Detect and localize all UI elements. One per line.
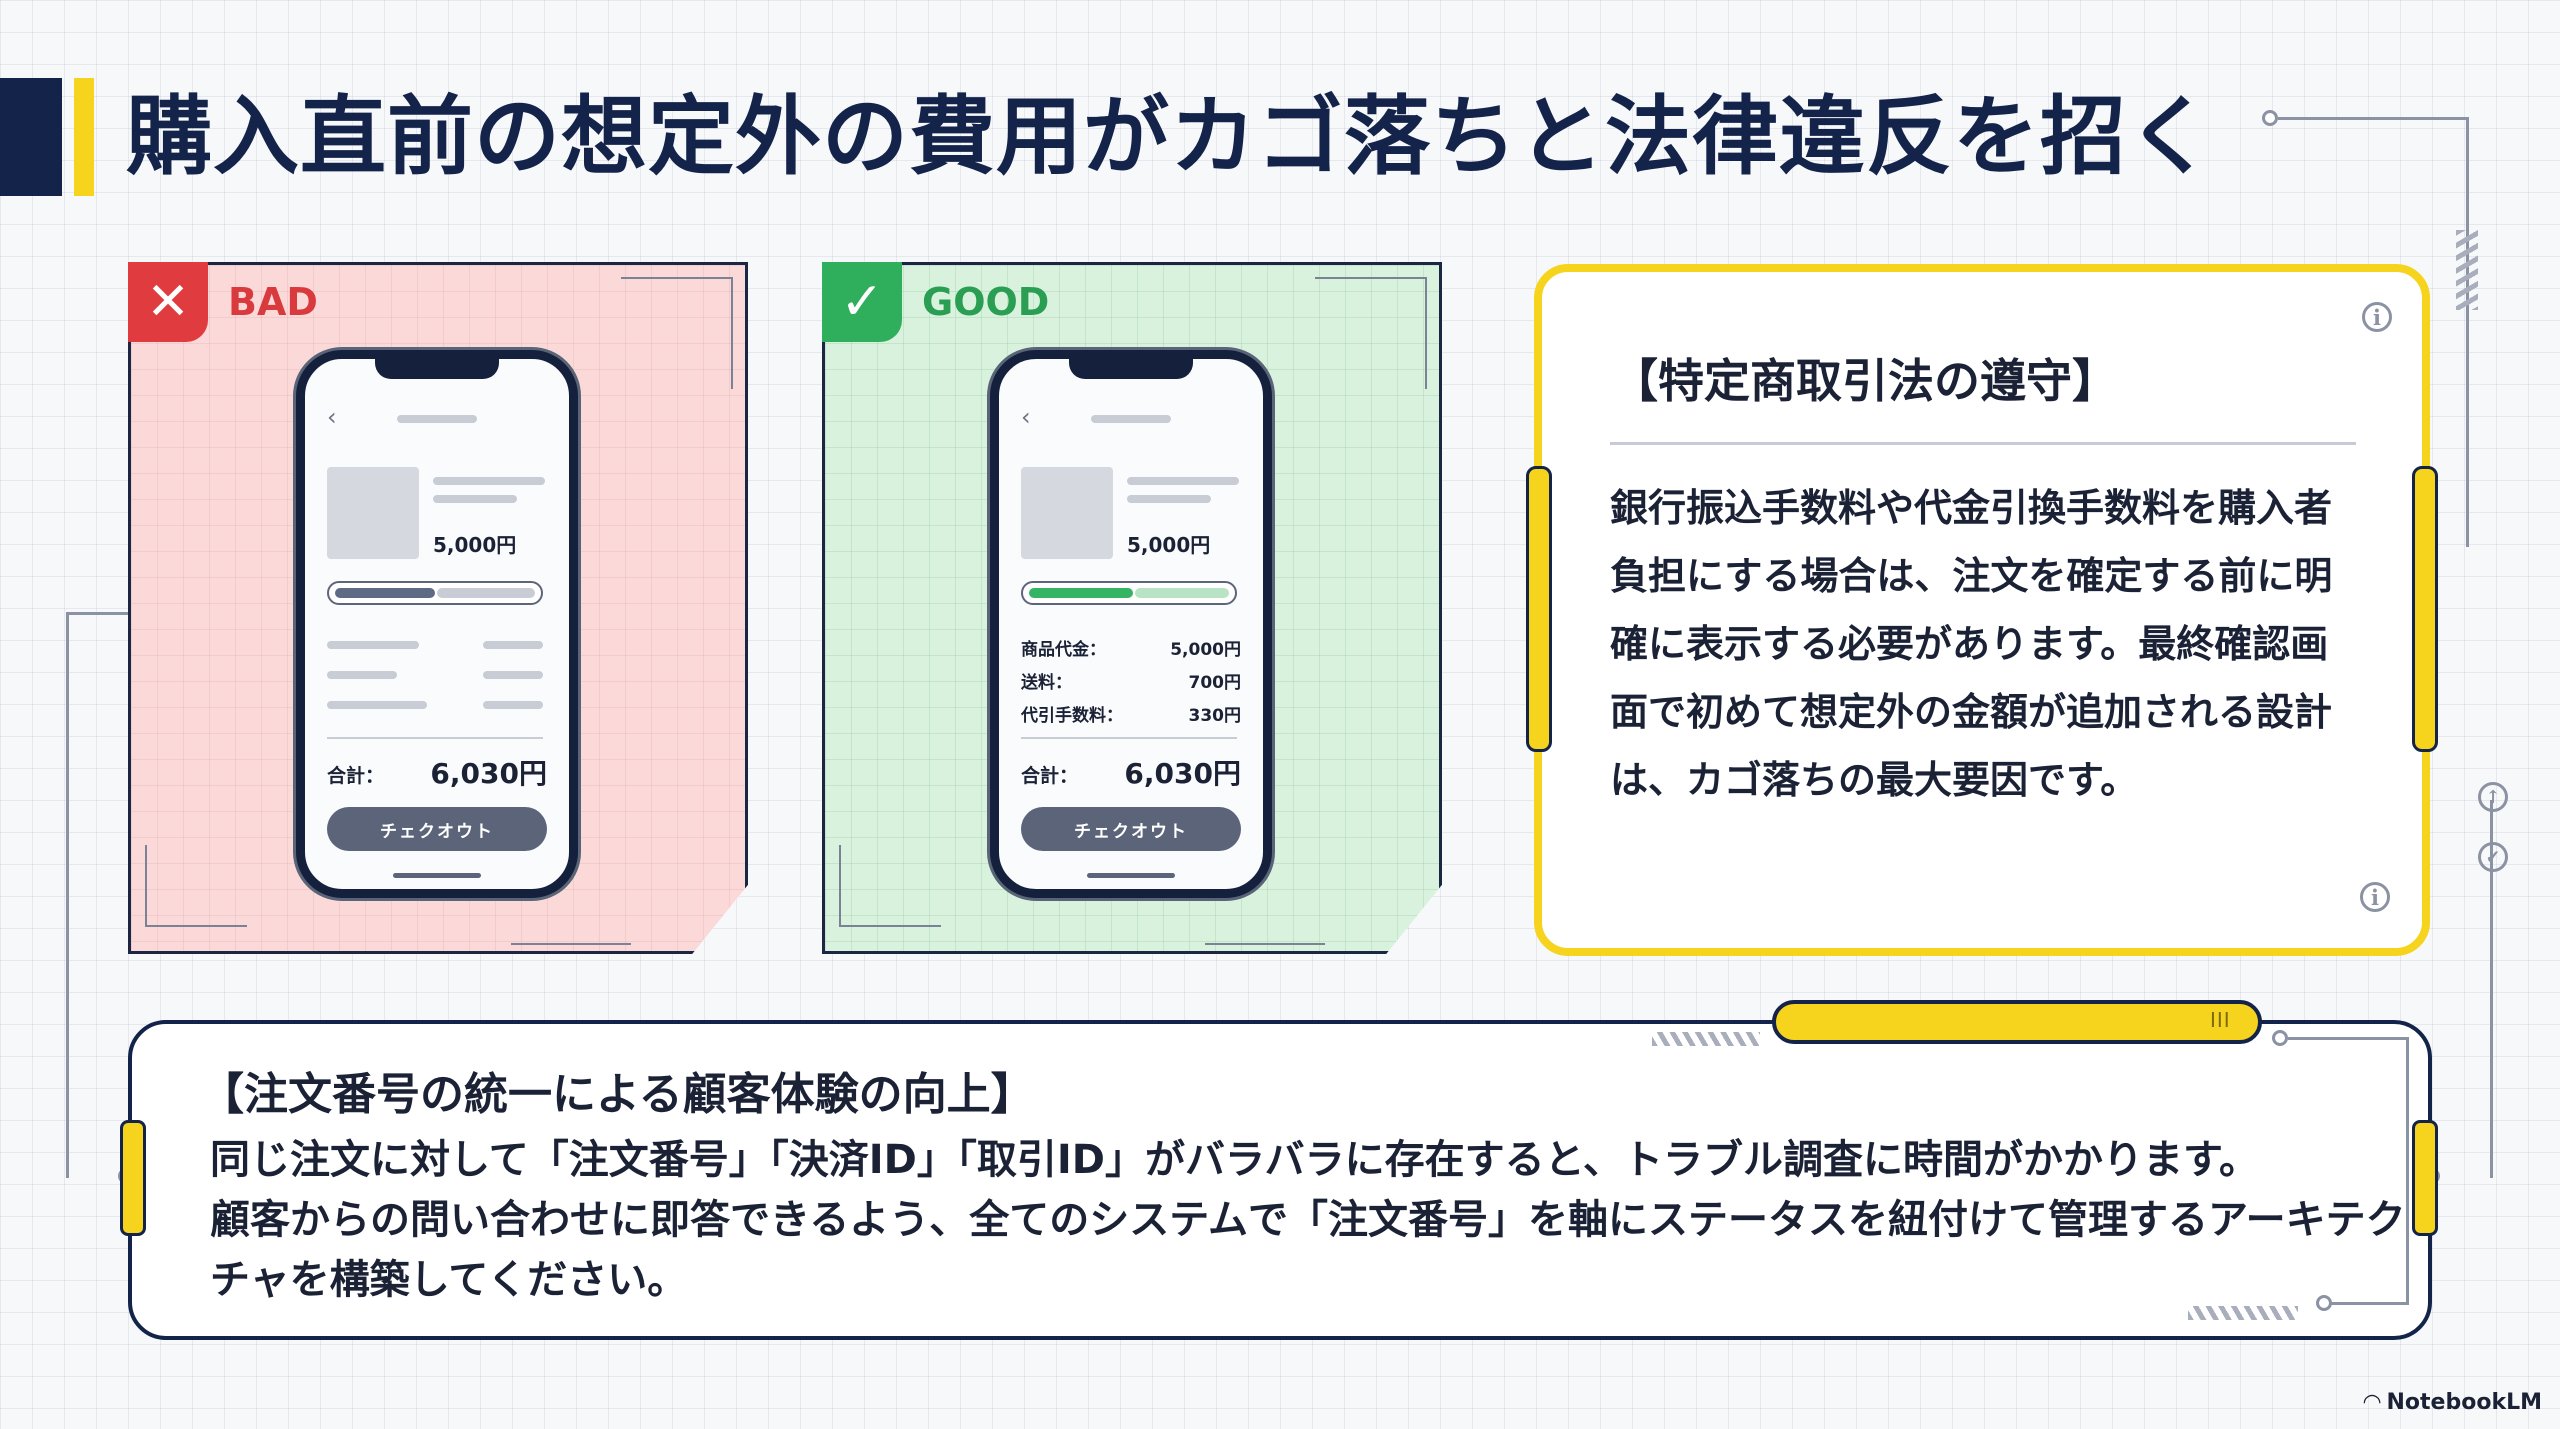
phone-notch xyxy=(1069,357,1193,379)
home-indicator xyxy=(1087,873,1175,878)
placeholder-line xyxy=(433,495,517,503)
notebooklm-logo-icon: ◠ xyxy=(2363,1390,2381,1415)
page-title: 購入直前の想定外の費用がカゴ落ちと法律違反を招く xyxy=(126,87,2214,187)
arrow-up-icon: ↑ xyxy=(2478,782,2508,812)
law-card-divider xyxy=(1610,442,2356,445)
fee-row: 送料：700円 xyxy=(1021,673,1241,693)
circuit-wire xyxy=(2288,1037,2408,1040)
phone-notch xyxy=(375,357,499,379)
info-icon: i xyxy=(2362,302,2392,332)
circuit-node xyxy=(2262,110,2278,126)
card-tab-right xyxy=(2412,1120,2438,1236)
total-label: 合計： xyxy=(327,765,385,787)
close-icon: ✕ xyxy=(128,262,208,342)
card-tab-left xyxy=(1526,466,1552,752)
bad-phone-mockup: ‹ 5,000円 合計： 6,030円 チェクオウト xyxy=(296,350,578,898)
title-accent-yellow xyxy=(74,78,94,196)
circuit-node xyxy=(2272,1030,2288,1046)
home-indicator xyxy=(393,873,481,878)
order-card-accent-bar xyxy=(1772,1000,2262,1044)
circuit-wire xyxy=(2490,800,2493,1178)
footer-brand-label: NotebookLM xyxy=(2386,1390,2542,1415)
decor-hatch xyxy=(2456,230,2478,310)
order-card-heading: 【注文番号の統一による顧客体験の向上】 xyxy=(200,1069,1035,1120)
order-card-body-line: 同じ注文に対して「注文番号」「決済ID」「取引ID」がバラバラに存在すると、トラ… xyxy=(210,1137,2259,1183)
fee-row: 代引手数料：330円 xyxy=(1021,706,1241,726)
circuit-wire xyxy=(66,612,69,1178)
title-accent-navy xyxy=(0,78,62,196)
footer-brand: ◠ NotebookLM xyxy=(2364,1390,2542,1415)
chevron-left-icon[interactable]: ‹ xyxy=(327,403,337,431)
circuit-node xyxy=(2316,1295,2332,1311)
check-icon: ✓ xyxy=(822,262,902,342)
product-thumbnail xyxy=(1021,467,1113,559)
order-card-body: 同じ注文に対して「注文番号」「決済ID」「取引ID」がバラバラに存在すると、トラ… xyxy=(210,1130,2410,1310)
product-price: 5,000円 xyxy=(433,533,517,557)
checkout-button[interactable]: チェクオウト xyxy=(1021,807,1241,851)
law-compliance-card xyxy=(1534,264,2430,956)
order-card-body-line: 顧客からの問い合わせに即答できるよう、全てのシステムで「注文番号」を軸にステータ… xyxy=(210,1197,2406,1303)
decor-hatch xyxy=(2188,1306,2298,1320)
accent-dots: III xyxy=(2210,1008,2231,1032)
circuit-wire xyxy=(2278,117,2468,120)
good-label: GOOD xyxy=(922,280,1050,324)
info-icon: i xyxy=(2360,882,2390,912)
checkout-button[interactable]: チェクオウト xyxy=(327,807,547,851)
placeholder-line xyxy=(433,477,545,485)
product-thumbnail xyxy=(327,467,419,559)
progress-bar xyxy=(1021,581,1237,605)
product-price: 5,000円 xyxy=(1127,533,1211,557)
circuit-wire xyxy=(2466,117,2469,547)
decor-hatch xyxy=(1652,1032,1760,1046)
total-label: 合計： xyxy=(1021,765,1079,787)
chevron-left-icon[interactable]: ‹ xyxy=(1021,403,1031,431)
total-value: 6,030円 xyxy=(1124,757,1241,790)
fee-row: 商品代金：5,000円 xyxy=(1021,640,1241,660)
good-phone-mockup: ‹ 5,000円 商品代金：5,000円 送料：700円 代引手数料：330円 … xyxy=(990,350,1272,898)
law-card-heading: 【特定商取引法の遵守】 xyxy=(1612,354,2118,408)
card-tab-left xyxy=(120,1120,146,1236)
placeholder-line xyxy=(397,415,477,423)
circuit-wire xyxy=(2406,1037,2409,1303)
card-tab-right xyxy=(2412,466,2438,752)
order-number-card xyxy=(128,1020,2432,1340)
circuit-wire xyxy=(2330,1302,2409,1305)
check-circle-icon: ✓ xyxy=(2478,842,2508,872)
progress-bar xyxy=(327,581,543,605)
bad-label: BAD xyxy=(228,280,318,324)
total-value: 6,030円 xyxy=(430,757,547,790)
law-card-body: 銀行振込手数料や代金引換手数料を購入者負担にする場合は、注文を確定する前に明確に… xyxy=(1610,486,2333,802)
circuit-wire xyxy=(66,612,128,615)
